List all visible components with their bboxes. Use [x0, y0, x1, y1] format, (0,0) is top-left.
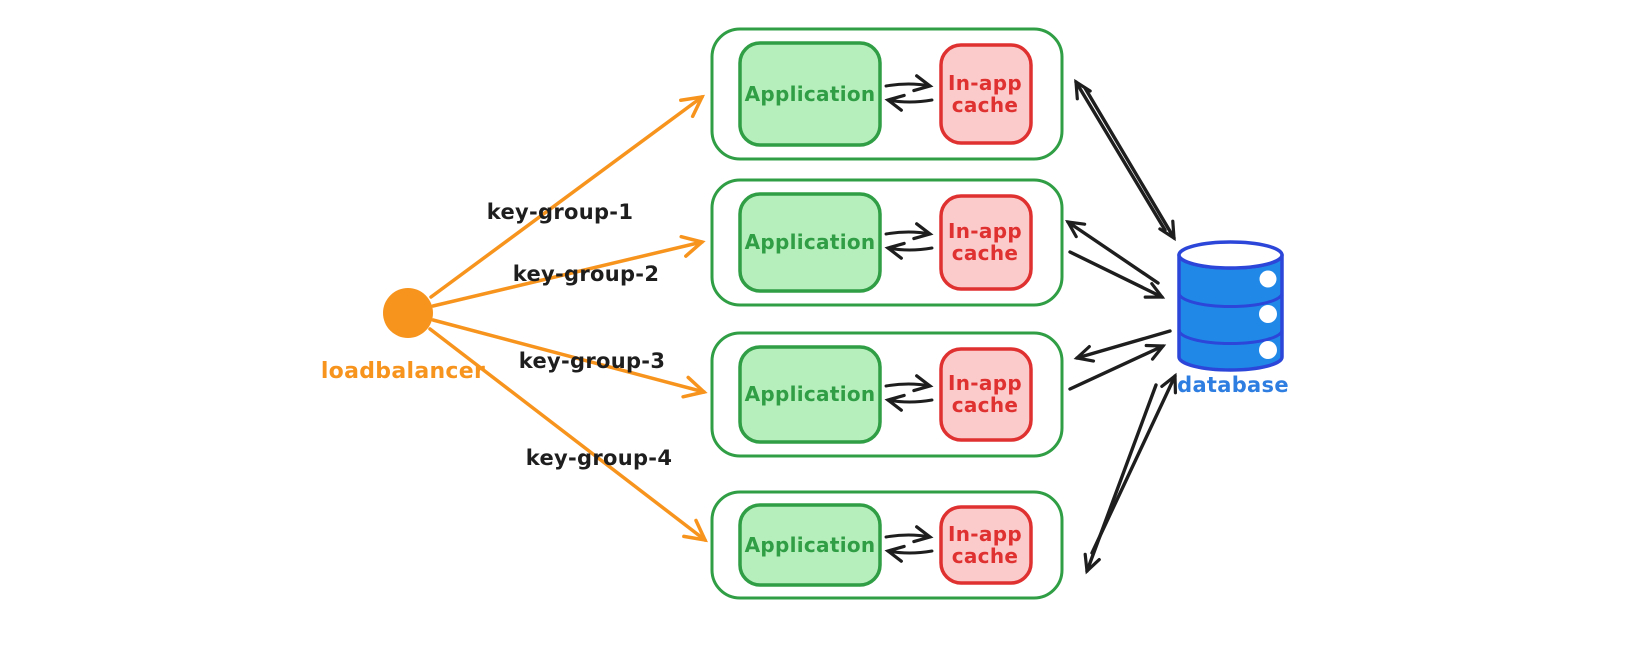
database-band-divider-2: [1177, 329, 1284, 345]
key-group-3-arrow: [431, 318, 708, 399]
key-group-4-arrow: [428, 327, 708, 543]
db-connection-arrows: [1065, 78, 1178, 575]
loadbalancer-label: loadbalancer: [321, 359, 485, 384]
group-2-app-to-cache-arrow: [884, 222, 934, 241]
app-group-4: Application In-app cache: [710, 490, 1064, 600]
group-1-cache-label-line1: In-app: [948, 71, 1022, 95]
group-1-application-label: Application: [745, 82, 876, 106]
group-2-cache-to-app-arrow: [884, 241, 934, 260]
database-cylinder-top: [1177, 240, 1284, 270]
key-group-2-arrow: [431, 234, 706, 308]
key-group-1-label: key-group-1: [487, 200, 633, 224]
group-2-application-label: Application: [745, 230, 876, 254]
group-4-cache-label-line2: cache: [952, 544, 1019, 568]
loadbalancer-node: loadbalancer: [321, 288, 485, 384]
group-1-cache-to-app-arrow: [884, 93, 934, 112]
database-dot-3: [1259, 341, 1277, 359]
group-2-cache-label-line2: cache: [952, 241, 1019, 265]
app-group-1: Application In-app cache: [710, 27, 1064, 161]
key-group-4-label: key-group-4: [526, 446, 672, 470]
group-2-cache-label-line1: In-app: [948, 219, 1022, 243]
key-group-1-arrow: [429, 94, 706, 299]
group-1-cache-label-line2: cache: [952, 93, 1019, 117]
database-dot-2: [1259, 305, 1277, 323]
db-to-group-3-arrow: [1073, 329, 1172, 363]
key-group-2-label: key-group-2: [513, 262, 659, 286]
db-to-group-1-arrow: [1074, 78, 1167, 232]
group-1-application-node: [738, 41, 882, 147]
group-3-application-label: Application: [745, 382, 876, 406]
group-4-cache-node: [939, 505, 1033, 585]
group-4-application-label: Application: [745, 533, 876, 557]
group-3-cache-label-line2: cache: [952, 393, 1019, 417]
key-group-arrows: key-group-1 key-group-2 key-group-3 key-…: [428, 94, 708, 543]
group-2-to-db-arrow: [1068, 250, 1166, 299]
app-group-2: Application In-app cache: [710, 178, 1064, 307]
group-2-application-node: [738, 192, 882, 293]
group-3-cache-node: [939, 347, 1033, 442]
db-to-group-4-arrow: [1083, 383, 1158, 575]
group-4-cache-to-app-arrow: [884, 544, 934, 563]
database-label: database: [1177, 373, 1289, 397]
group-2-cache-node: [939, 194, 1033, 291]
group-4-cache-label-line1: In-app: [948, 522, 1022, 546]
app-group-3: Application In-app cache: [710, 331, 1064, 458]
group-3-app-to-cache-arrow: [884, 374, 934, 393]
db-to-group-2-arrow: [1065, 219, 1160, 285]
database-dot-1: [1259, 270, 1277, 288]
group-4-app-to-cache-arrow: [884, 525, 934, 544]
database-band-divider-1: [1177, 292, 1284, 308]
group-3-to-db-arrow: [1068, 343, 1167, 391]
group-1-cache-node: [939, 43, 1033, 145]
group-3-application-node: [738, 345, 882, 444]
group-4-application-node: [738, 503, 882, 587]
database-node: database: [1177, 240, 1289, 397]
group-1-to-db-arrow: [1083, 86, 1176, 242]
group-1-app-to-cache-arrow: [884, 74, 934, 93]
group-3-cache-to-app-arrow: [884, 393, 934, 412]
loadbalancer-circle: [383, 288, 433, 338]
key-group-3-label: key-group-3: [519, 349, 665, 373]
group-3-cache-label-line1: In-app: [948, 371, 1022, 395]
